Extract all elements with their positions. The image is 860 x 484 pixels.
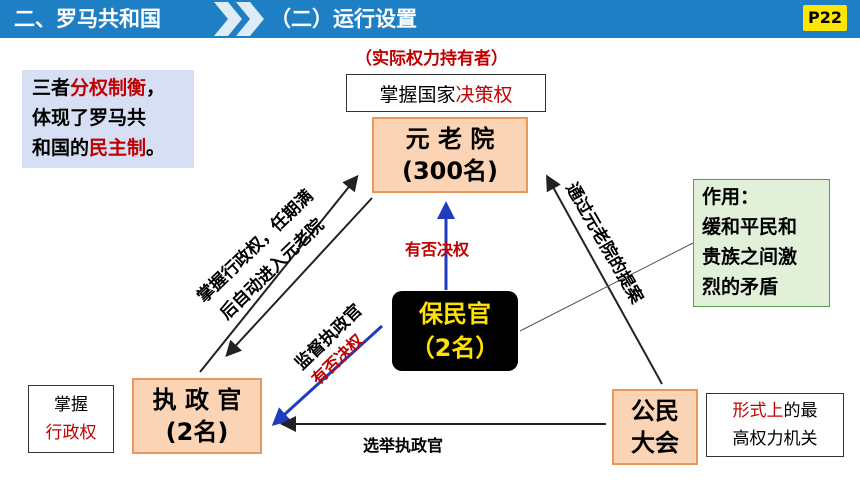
summary-punct: 。 [146, 137, 166, 159]
page-badge: P22 [803, 5, 847, 31]
header-bar [0, 0, 860, 38]
consul-power-text: 掌握 [54, 395, 88, 415]
senate-power-text: 掌握国家 [379, 83, 456, 106]
tribune-count: （2名） [410, 334, 500, 362]
subsection-title: （二）运行设置 [270, 7, 417, 31]
consul-node: 执 政 官 (2名) [132, 378, 262, 454]
summary-note: 三者分权制衡， 体现了罗马共 和国的民主制。 [22, 70, 194, 168]
connector-tribune-function [519, 242, 694, 332]
tribune-name: 保民官 [419, 300, 491, 328]
chevron-icon [214, 2, 264, 36]
arrow-tribune-veto-consul [271, 324, 384, 427]
function-text: 缓和平民和 [702, 216, 798, 238]
summary-punct: ， [146, 77, 166, 99]
assembly-status-text: 的最 [783, 401, 818, 421]
function-text: 贵族之间激 [702, 246, 798, 268]
senate-node: 元 老 院 (300名) [372, 117, 528, 193]
consul-count: (2名) [165, 418, 229, 446]
assembly-status-text: 高权力机关 [732, 429, 818, 449]
consul-power-box: 掌握 行政权 [28, 385, 114, 453]
assembly-status-highlight: 形式上 [732, 401, 784, 421]
summary-text: 体现了罗马共 [32, 107, 147, 129]
consul-power-highlight: 行政权 [45, 423, 97, 443]
senate-power-highlight: 决策权 [455, 83, 513, 106]
elect-consul-label: 选举执政官 [363, 436, 444, 455]
senate-name: 元 老 院 [405, 125, 495, 153]
senate-power-box: 掌握国家决策权 [346, 74, 546, 112]
assembly-status-box: 形式上的最 高权力机关 [706, 393, 844, 457]
function-title: 作用： [702, 186, 760, 208]
summary-highlight: 分权制衡 [70, 77, 147, 99]
function-text: 烈的矛盾 [702, 276, 779, 298]
section-title: 二、罗马共和国 [14, 7, 161, 31]
summary-text: 三者 [32, 77, 71, 99]
arrow-senate-supervises-consul [225, 197, 373, 357]
summary-text: 和国的 [32, 137, 90, 159]
assembly-name: 公民 [631, 397, 679, 425]
summary-highlight: 民主制 [89, 137, 147, 159]
arrow-assembly-to-senate [546, 174, 663, 385]
arrow-consul-to-senate [199, 174, 359, 373]
assembly-name: 大会 [631, 429, 679, 457]
senate-role-label: （实际权力持有者） [355, 49, 508, 69]
consul-name: 执 政 官 [152, 386, 242, 414]
senate-count: (300名) [401, 157, 499, 185]
assembly-node: 公民 大会 [612, 389, 698, 465]
tribune-node: 保民官 （2名） [392, 291, 518, 371]
veto-senate-label: 有否决权 [405, 240, 470, 259]
tribune-function-note: 作用： 缓和平民和 贵族之间激 烈的矛盾 [693, 179, 830, 307]
